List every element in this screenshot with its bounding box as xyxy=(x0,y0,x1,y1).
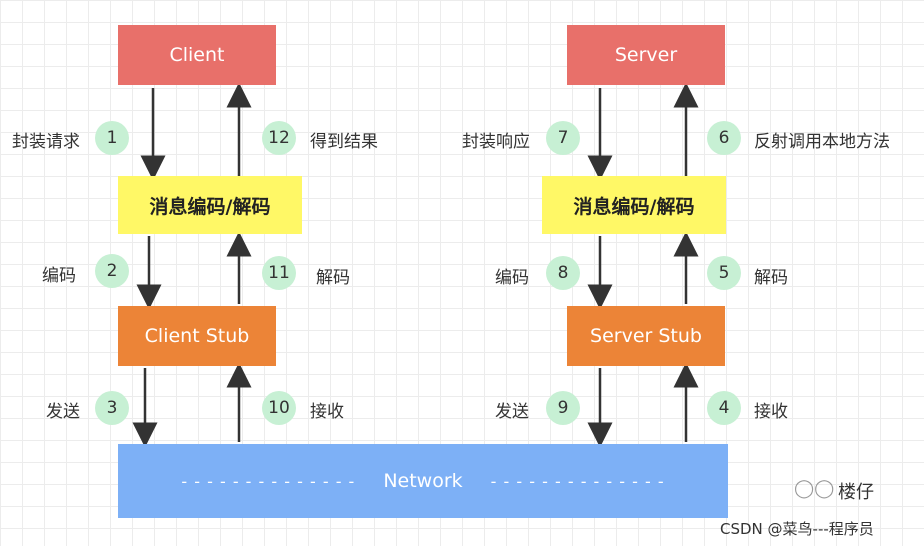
step-label-6: 反射调用本地方法 xyxy=(754,132,890,152)
step-badge-12: 12 xyxy=(262,121,296,155)
step-badge-11: 11 xyxy=(262,256,296,290)
server-box: Server xyxy=(567,25,725,85)
step-badge-8: 8 xyxy=(546,256,580,290)
csdn-watermark: CSDN @菜鸟---程序员 xyxy=(720,520,874,538)
network-box: - - - - - - - - - - - - - - Network - - … xyxy=(118,444,728,518)
step-badge-7: 7 xyxy=(546,121,580,155)
step-badge-1: 1 xyxy=(95,121,129,155)
step-badge-3: 3 xyxy=(95,391,129,425)
step-badge-5: 5 xyxy=(707,256,741,290)
step-badge-6: 6 xyxy=(707,121,741,155)
step-label-4: 接收 xyxy=(754,402,788,422)
step-label-3: 发送 xyxy=(46,402,80,422)
step-label-7: 封装响应 xyxy=(462,132,530,152)
network-label: Network xyxy=(383,470,463,492)
step-badge-2: 2 xyxy=(95,254,129,288)
network-dashes-left: - - - - - - - - - - - - - - xyxy=(181,471,356,491)
step-label-9: 发送 xyxy=(495,402,529,422)
step-label-12: 得到结果 xyxy=(310,132,378,152)
wechat-icon: ◯◯ xyxy=(794,478,835,499)
client-stub-box: Client Stub xyxy=(118,306,276,366)
step-label-5: 解码 xyxy=(754,268,788,288)
step-badge-4: 4 xyxy=(707,391,741,425)
wechat-watermark: 楼仔 xyxy=(838,482,874,503)
step-label-10: 接收 xyxy=(310,402,344,422)
step-label-11: 解码 xyxy=(316,268,350,288)
server-codec-box: 消息编码/解码 xyxy=(542,176,726,234)
step-badge-10: 10 xyxy=(262,391,296,425)
server-stub-box: Server Stub xyxy=(567,306,725,366)
network-dashes-right: - - - - - - - - - - - - - - xyxy=(490,471,665,491)
step-label-1: 封装请求 xyxy=(12,132,80,152)
client-box: Client xyxy=(118,25,276,85)
step-badge-9: 9 xyxy=(546,391,580,425)
client-codec-box: 消息编码/解码 xyxy=(118,176,302,234)
step-label-2: 编码 xyxy=(42,266,76,286)
step-label-8: 编码 xyxy=(495,268,529,288)
